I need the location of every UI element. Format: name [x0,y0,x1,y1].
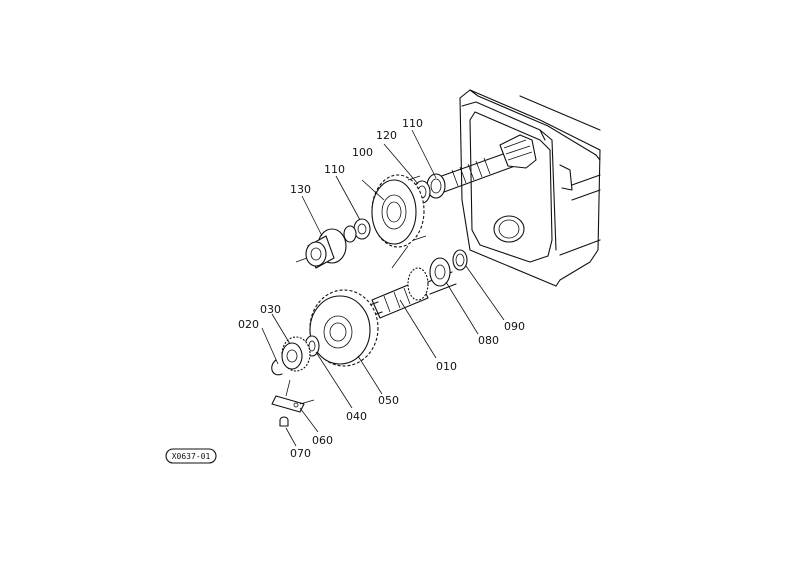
upper-shaft [295,134,537,263]
bearing-080 [429,257,451,287]
bearing-030 [281,336,311,372]
label-090: 090 [504,320,525,333]
label-020: 020 [238,318,259,331]
label-110-upper: 110 [402,117,423,130]
part-labels: 110 120 100 110 130 010 080 090 050 040 … [238,117,525,460]
snap-ring-020 [271,359,283,376]
label-010: 010 [436,360,457,373]
label-070: 070 [290,447,311,460]
gear-100 [371,174,427,248]
ring-090 [452,249,468,271]
leader-lines [261,129,505,447]
transmission-housing [459,89,601,287]
label-050: 050 [378,394,399,407]
collar-110-middle [343,218,371,243]
plate-060 [271,379,305,413]
lower-shaft-010 [355,245,457,321]
label-040: 040 [346,410,367,423]
coupling-130 [305,228,347,269]
figure-code-text: X0637-01 [172,452,211,461]
figure-code-badge: X0637-01 [165,448,217,464]
label-080: 080 [478,334,499,347]
label-100: 100 [352,146,373,159]
label-130: 130 [290,183,311,196]
label-060: 060 [312,434,333,447]
bolt-070 [279,416,289,427]
label-030: 030 [260,303,281,316]
label-120: 120 [376,129,397,142]
label-110-middle: 110 [324,163,345,176]
gear-050 [309,289,379,367]
